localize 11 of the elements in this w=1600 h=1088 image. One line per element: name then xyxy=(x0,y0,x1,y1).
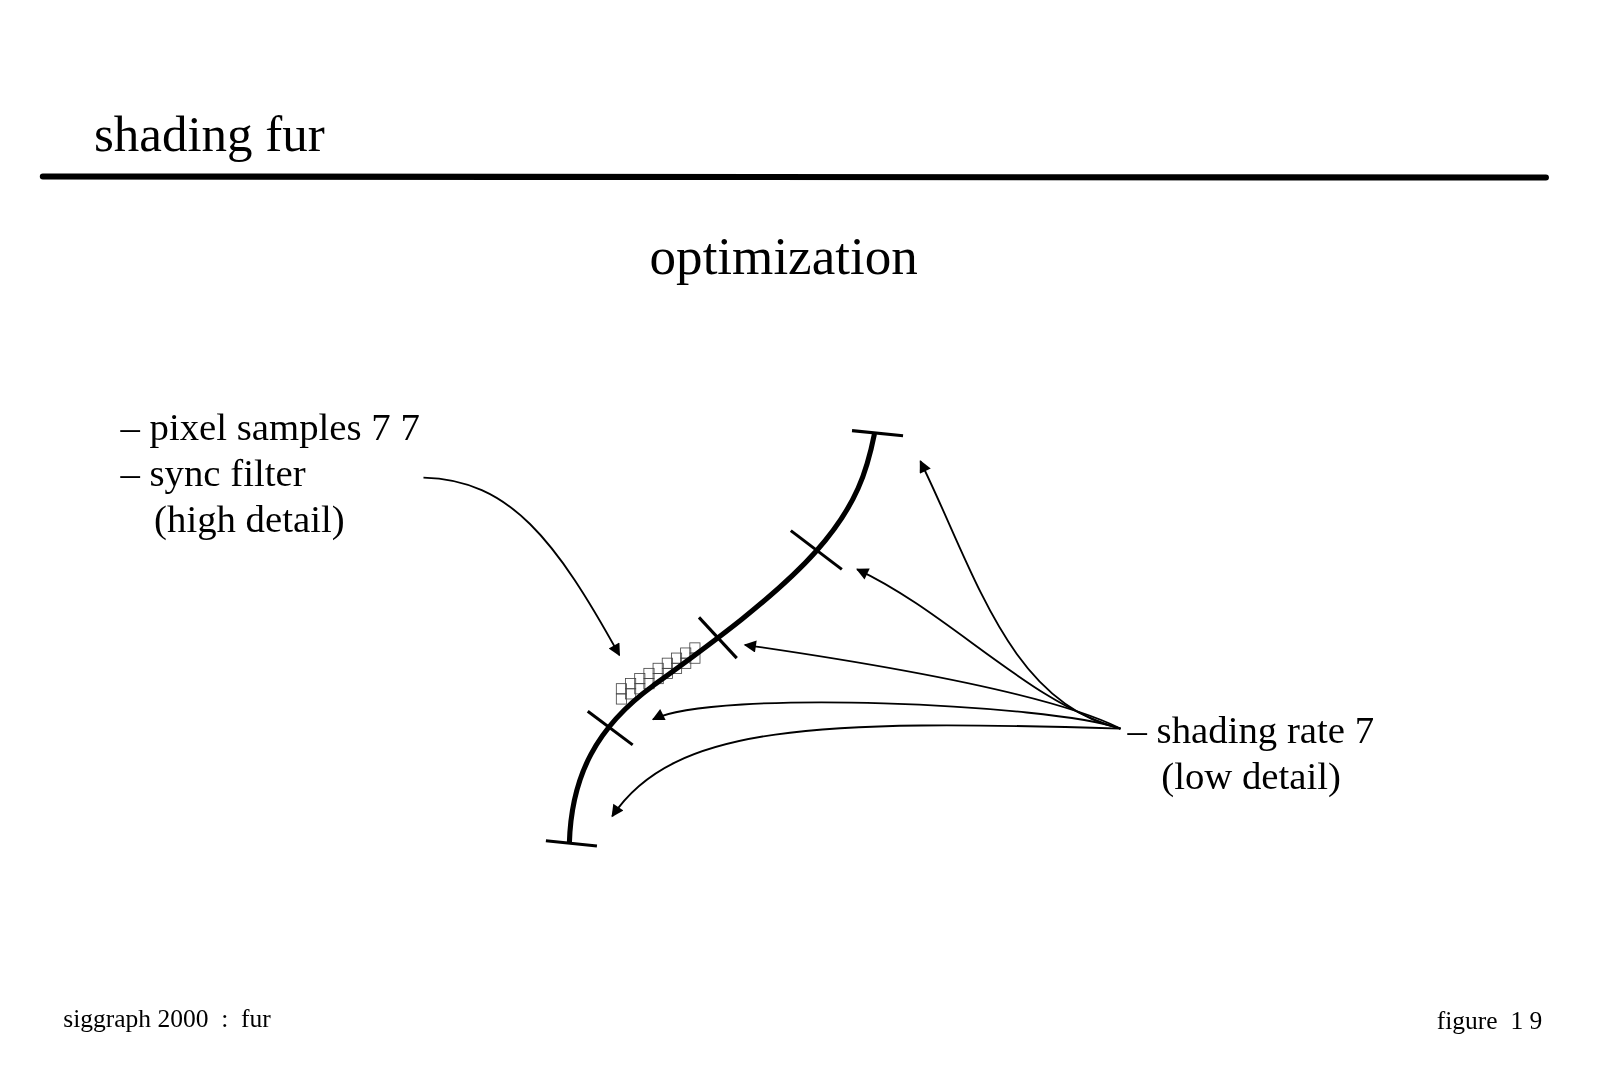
callout-text: – sync filter (high detail) xyxy=(120,450,346,542)
hair-curve-drawing xyxy=(545,429,904,848)
leader-line xyxy=(422,476,621,657)
leader-line xyxy=(651,701,1122,730)
slide-title: shading fur xyxy=(93,108,325,160)
callout-text: – shading rate 7 (low detail) xyxy=(1127,707,1422,799)
callout-text: – pixel samples 7 7 xyxy=(120,404,421,450)
footer-text: siggraph 2000 : fur xyxy=(63,1005,271,1031)
figure-number: figure 1 9 xyxy=(1436,1007,1543,1033)
section-heading: optimization xyxy=(649,230,918,284)
leader-line xyxy=(611,724,1122,818)
